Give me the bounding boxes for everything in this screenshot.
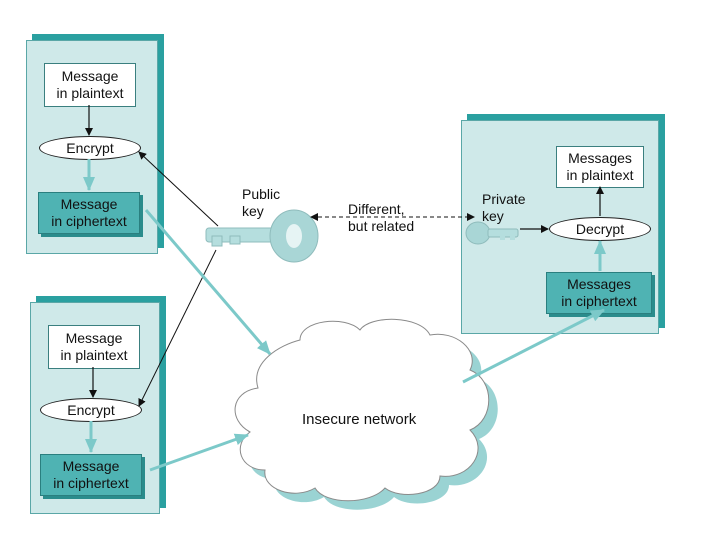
- network-label: Insecure network: [302, 411, 417, 428]
- ciphertext-box-top: Message in ciphertext: [38, 192, 140, 234]
- plaintext-box-bottom: Message in plaintext: [48, 325, 140, 369]
- encrypt-oval-top: Encrypt: [39, 136, 141, 160]
- public-key-label: Public key: [242, 186, 281, 219]
- private-key-label: Private key: [482, 191, 526, 224]
- ciphertext-box-bottom: Message in ciphertext: [40, 454, 142, 496]
- plaintext-box-top: Message in plaintext: [44, 63, 136, 107]
- arrow-network-to-receiver: [462, 308, 605, 384]
- plaintext-box-receiver: Messages in plaintext: [556, 146, 644, 188]
- relation-label: Different, but related: [348, 201, 415, 234]
- public-key-icon: [205, 209, 319, 263]
- arrow-pubkey-to-encrypt-top: [138, 151, 219, 227]
- ciphertext-box-receiver: Messages in ciphertext: [546, 272, 652, 314]
- arrow-pubkey-to-encrypt-bottom: [138, 249, 217, 407]
- private-key-icon: [465, 221, 519, 245]
- cloud-icon: [234, 318, 498, 510]
- arrow-cipher-top-to-network: [144, 209, 272, 355]
- encrypt-oval-bottom: Encrypt: [40, 398, 142, 422]
- arrow-cipher-bottom-to-network: [149, 433, 249, 472]
